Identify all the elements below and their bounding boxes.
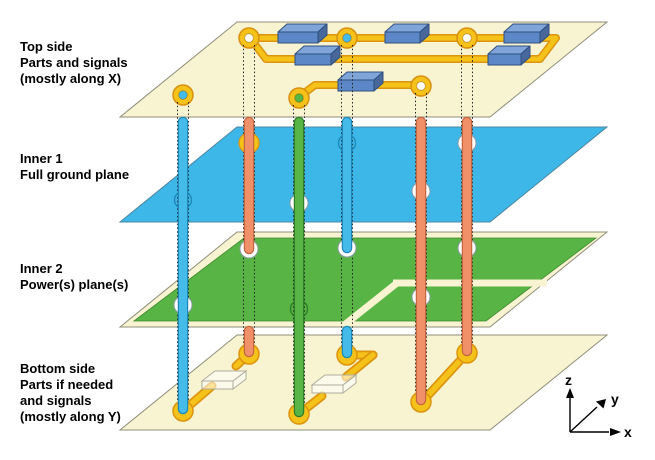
- ghost-component-front: [311, 384, 344, 394]
- label-inner2: Inner 2 Power(s) plane(s): [20, 261, 128, 293]
- label-top-side: Top side Parts and signals (mostly along…: [20, 39, 128, 87]
- via-hole: [244, 33, 254, 43]
- axis-y-label: y: [611, 391, 619, 407]
- via-hole: [462, 33, 472, 43]
- via-hole: [342, 33, 352, 43]
- smd-component-front: [337, 79, 375, 92]
- label-line: Inner 2: [20, 261, 63, 276]
- label-line: Full ground plane: [20, 167, 130, 182]
- via-hole: [416, 81, 426, 91]
- label-line: (mostly along X): [20, 71, 122, 86]
- smd-component-front: [277, 31, 319, 44]
- bottom-trace: [343, 352, 376, 380]
- label-line: Inner 1: [20, 151, 63, 166]
- smd-component-front: [384, 31, 421, 44]
- ghost-component-front: [201, 380, 234, 390]
- label-bottom-side: Bottom side Parts if needed and signals …: [20, 361, 121, 425]
- axis-x-label: x: [624, 424, 632, 440]
- via-hole: [178, 90, 188, 100]
- smd-component-front: [503, 31, 541, 44]
- smd-component-front: [487, 53, 522, 66]
- label-line: (mostly along Y): [20, 409, 121, 424]
- label-line: Parts if needed: [20, 377, 114, 392]
- axis-z-arrowhead: [566, 388, 574, 398]
- axis-x-arrowhead: [610, 428, 621, 436]
- label-inner1: Inner 1 Full ground plane: [20, 151, 129, 183]
- power-plane: [132, 237, 598, 322]
- smd-component-front: [294, 53, 332, 66]
- label-line: Top side: [20, 39, 73, 54]
- bottom-plane: [118, 334, 609, 431]
- label-line: Power(s) plane(s): [20, 277, 129, 292]
- top-trace-loop: [247, 35, 559, 62]
- axis-z-label: z: [565, 372, 572, 388]
- label-line: Bottom side: [20, 361, 96, 376]
- axis-y: [569, 406, 598, 433]
- axis-y-arrowhead: [596, 399, 606, 409]
- ground-plane: [118, 126, 609, 223]
- label-line: and signals: [20, 393, 92, 408]
- label-line: Parts and signals: [20, 55, 128, 70]
- via-hole: [294, 93, 304, 103]
